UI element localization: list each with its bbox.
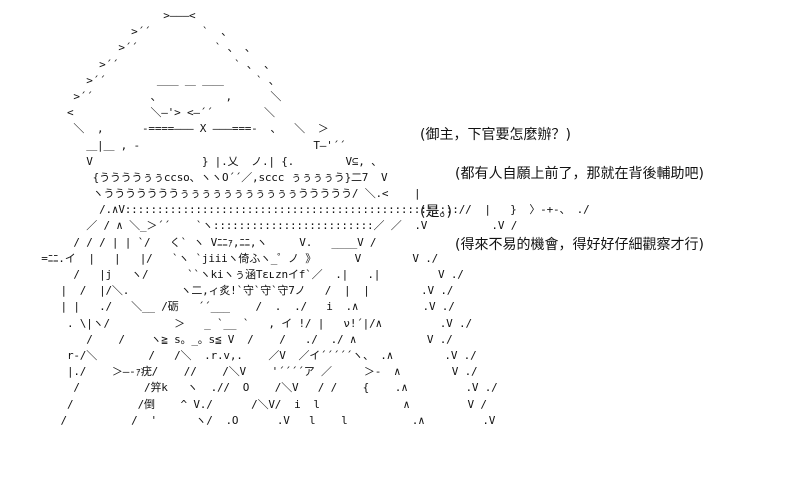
art-line: / / / | | `/ く` ヽ Vﾆﾆｧ,ﾆﾆ,ヽ V. ____V / — [22, 235, 377, 249]
art-line: | | ./ ＼__ /砺 ´´___ / . ./ i .∧ .V ./ — [22, 300, 455, 314]
art-line: | / |/＼. ヽ二,ィ炙!`守`守`守7ノ / | | .V ./ — [22, 284, 454, 298]
art-line: / / ヽ≧ s。_。s≦ V / / ./ ./ ∧ V ./ — [22, 332, 453, 346]
art-line: |./ ＞―-ｧ疣/ // /＼V '´´´´ア ／ ＞- ∧ V ./ — [22, 365, 478, 379]
art-line: >―――< — [22, 9, 234, 22]
art-line: >´´ ` 、 、 — [22, 57, 275, 71]
art-line: /.∧V::::::::::::::::::::::::::::::::::::… — [22, 203, 590, 217]
speech-line-4: (得來不易的機會，得好好仔細觀察才行) — [455, 237, 704, 253]
art-line: {ううううぅぅccso、ヽヽO´´／,sccc ぅぅぅぅう}二7 V — [22, 170, 388, 184]
art-line: ＼ , -====――― X ―――===- 、 ＼ ＞ — [22, 122, 329, 136]
art-line: V } |.乂 ノ.| {. V⊆, 、 — [22, 154, 382, 168]
art-line: / / ' ヽ/ .O .V l l .∧ .V — [22, 413, 496, 427]
art-line: ＿|＿ , - T―'´´ — [22, 138, 346, 152]
art-line: . \|ヽ/ ＞ _ `__ ` , イ !/ | ν!´|/∧ .V ./ — [22, 316, 472, 330]
art-line: / |j ヽ/ ``ヽkiヽぅ涵Tɛʟznイf`／ .| .| V ./ — [22, 268, 464, 281]
art-line: >´´ ` 、 、 — [22, 41, 269, 55]
art-line: =ﾆﾆ.イ | | |/ `ヽ `jiiiヽ倚ふヽ_゜ノ 》 V V ./ — [22, 251, 439, 265]
speech-line-3: (是。) — [420, 204, 452, 220]
art-line: < ＼―'> <―´´ ＼ — [22, 106, 275, 120]
ascii-art: >―――< >´´ ` 、 >´´ ` 、 、 >´´ ` 、 、 >´´ ＿＿… — [22, 8, 590, 429]
art-line: / /笄k ヽ .// O /＼V / / { .∧ .V ./ — [22, 381, 498, 395]
art-line: >´´ 、 , ＼ — [22, 89, 288, 103]
speech-line-2: (都有人自願上前了，那就在背後輔助吧) — [455, 166, 704, 182]
art-line: >´´ ＿＿ ＿ ＿＿ ` 、 — [22, 73, 280, 87]
art-line: ヽうううううううぅぅぅぅぅぅぅぅぅぅぅううううう/ ＼.< | — [22, 187, 447, 201]
art-line: r-/＼ / /＼ .r.v,. ／V ／イ´´´´´ヽ、 .∧ .V ./ — [22, 348, 477, 362]
art-line: >´´ ` 、 — [22, 25, 258, 39]
art-line: ／ / ∧ ＼_＞´´ `ヽ:::::::::::::::::::::::::／… — [22, 219, 518, 233]
art-line: / /倒 ^ V./ /＼V/ i l ∧ V / — [22, 397, 487, 411]
speech-line-1: (御主，下官要怎麼辦？) — [420, 127, 571, 143]
